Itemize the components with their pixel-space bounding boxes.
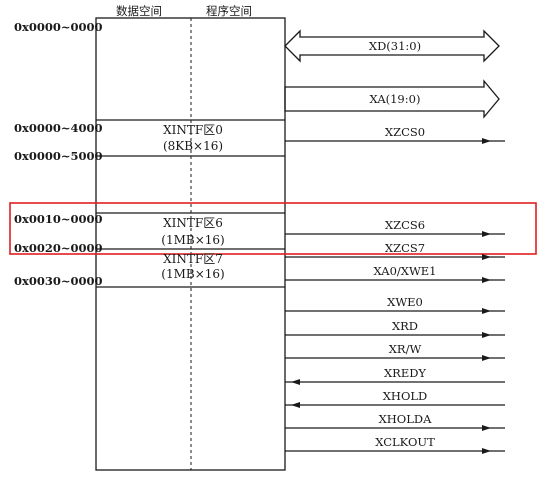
signal-arrowhead-0 bbox=[482, 138, 491, 144]
highlight-box bbox=[9, 202, 537, 255]
xa-bus-arrow bbox=[284, 79, 500, 119]
signal-arrowhead-1 bbox=[482, 231, 491, 237]
bus-label-xd: XD(31:0) bbox=[368, 39, 422, 53]
address-label: 0x0010~0000 bbox=[14, 212, 103, 226]
region-0-name: XINTF区0 bbox=[163, 123, 223, 137]
signal-label: XZCS0 bbox=[384, 125, 426, 139]
signal-label: XCLKOUT bbox=[375, 435, 435, 449]
signal-arrowhead-4 bbox=[482, 308, 491, 314]
bus-label-xa: XA(19:0) bbox=[369, 92, 421, 106]
signal-arrowhead-5 bbox=[482, 332, 491, 338]
signal-arrowhead-2 bbox=[482, 254, 491, 260]
region-6-name: XINTF区6 bbox=[163, 216, 223, 230]
signal-label: XA0/XWE1 bbox=[373, 264, 437, 278]
region-7-name: XINTF区7 bbox=[163, 252, 223, 266]
signal-label: XZCS7 bbox=[384, 241, 426, 255]
header-data-space: 数据空间 bbox=[116, 4, 162, 18]
signal-arrowhead-7 bbox=[291, 379, 300, 385]
signal-label: XRD bbox=[391, 319, 419, 333]
xd-bus-arrow bbox=[284, 29, 500, 63]
region-6-size: (1MB×16) bbox=[161, 233, 225, 247]
signal-arrowhead-8 bbox=[291, 402, 300, 408]
signal-label: XR/W bbox=[388, 342, 422, 356]
header-program-space: 程序空间 bbox=[206, 4, 252, 18]
address-label: 0x0000~0000 bbox=[14, 20, 103, 34]
signal-lines bbox=[285, 138, 505, 454]
address-label: 0x0020~0000 bbox=[14, 241, 103, 255]
signal-label: XZCS6 bbox=[384, 218, 426, 232]
address-label: 0x0030~0000 bbox=[14, 274, 103, 288]
signal-arrowhead-6 bbox=[482, 355, 491, 361]
signal-label: XWE0 bbox=[387, 295, 423, 309]
address-label: 0x0000~5000 bbox=[14, 149, 103, 163]
signal-arrowhead-9 bbox=[482, 425, 491, 431]
signal-arrowhead-3 bbox=[482, 277, 491, 283]
signal-label: XHOLD bbox=[382, 389, 428, 403]
region-7-size: (1MB×16) bbox=[161, 267, 225, 281]
signal-label: XREDY bbox=[383, 366, 427, 380]
region-0-size: (8KB×16) bbox=[162, 139, 224, 153]
signal-label: XHOLDA bbox=[378, 412, 432, 426]
address-label: 0x0000~4000 bbox=[14, 121, 103, 135]
signal-arrowhead-10 bbox=[482, 448, 491, 454]
